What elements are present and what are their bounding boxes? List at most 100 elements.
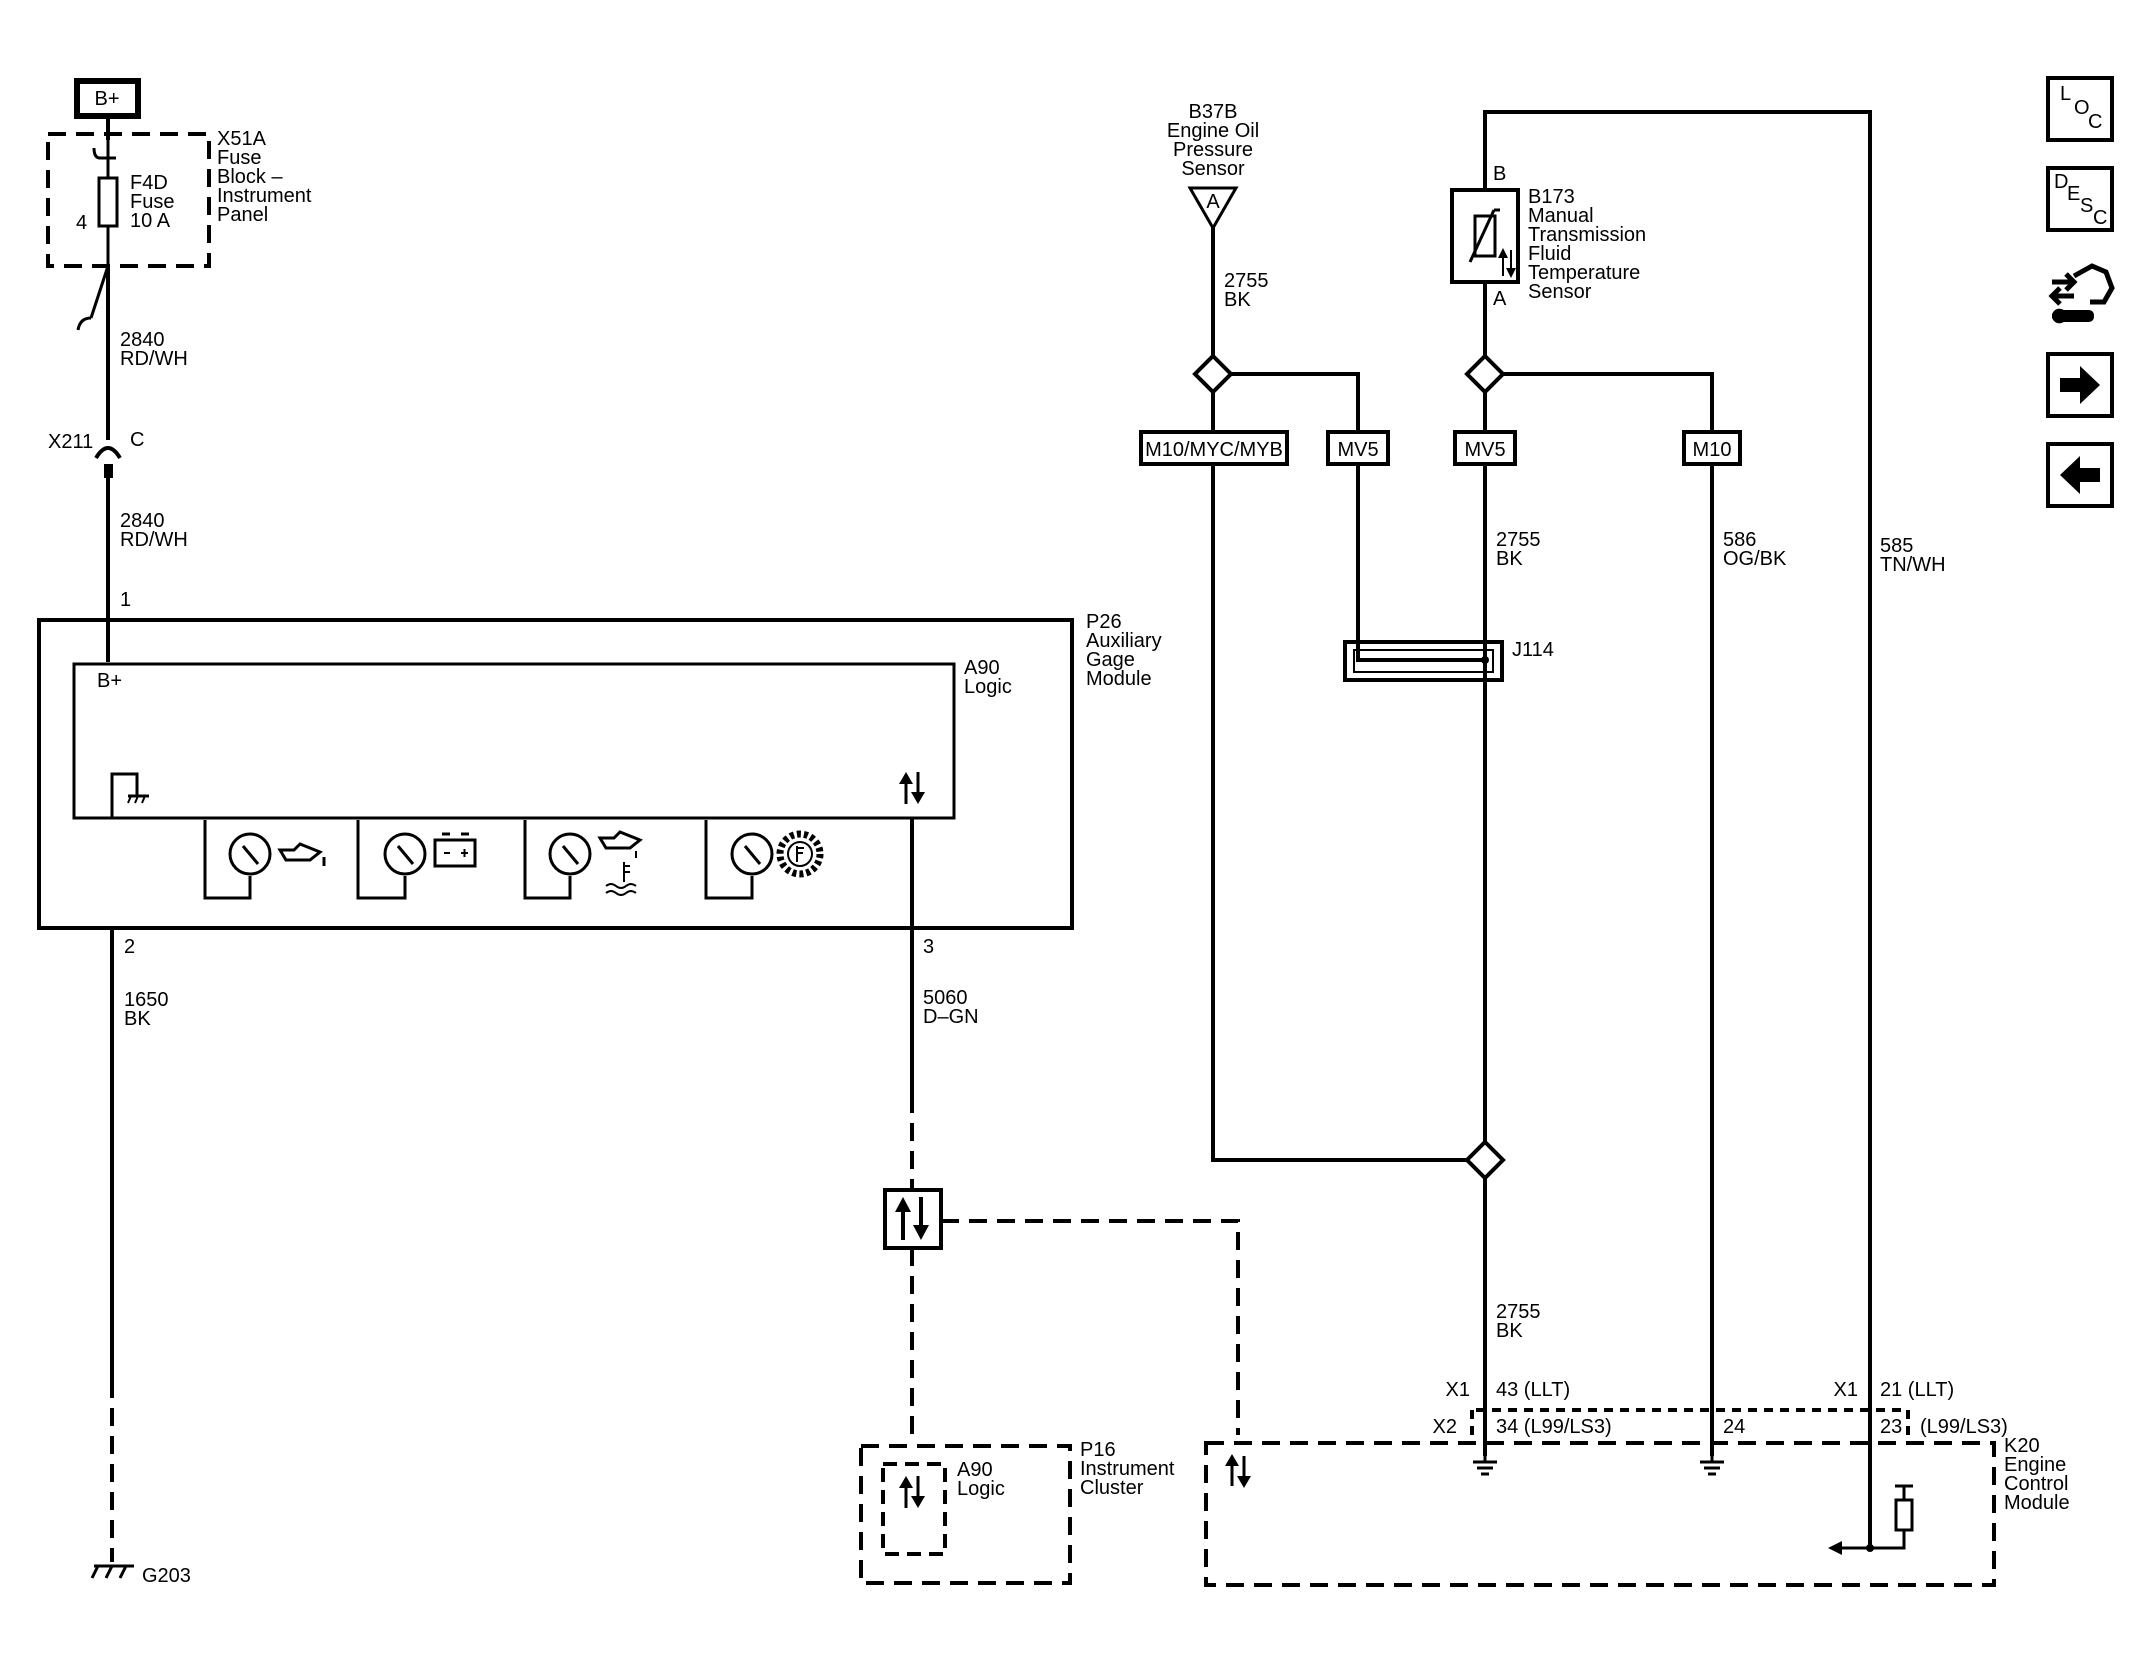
svg-text:Engine: Engine	[2004, 1454, 2066, 1476]
svg-text:Cluster: Cluster	[1080, 1477, 1144, 1499]
aux-gage-logic-a90: B+ A90 Logic	[72, 657, 1012, 820]
loc-icon: L O C	[2060, 83, 2102, 133]
svg-text:MV5: MV5	[1464, 439, 1505, 461]
location-view-button[interactable]: L O C	[2046, 76, 2114, 142]
svg-text:B+: B+	[94, 88, 119, 110]
ecm-pullup-resistor-icon	[1828, 1484, 1914, 1555]
ecm-k20: K20 Engine Control Module	[1204, 1435, 2070, 1587]
svg-text:Module: Module	[2004, 1492, 2070, 1514]
svg-text:BK: BK	[1496, 548, 1523, 570]
fuse-link-symbol	[76, 265, 110, 331]
svg-text:C: C	[2088, 111, 2102, 133]
svg-text:24: 24	[1723, 1416, 1745, 1438]
bplus-source: B+	[74, 78, 141, 140]
wire-2755-oil: 2755 BK	[1211, 228, 1269, 358]
svg-text:34 (L99/LS3): 34 (L99/LS3)	[1496, 1416, 1612, 1438]
svg-text:K20: K20	[2004, 1435, 2040, 1457]
serial-data-arrows-icon	[899, 772, 925, 804]
svg-text:2755: 2755	[1496, 1301, 1541, 1323]
option-split-trans	[1464, 353, 1714, 430]
battery-voltage-gauge-icon	[356, 820, 477, 900]
ground-g203: G203	[90, 1564, 191, 1587]
serial-data-junction-icon	[883, 1188, 943, 1250]
wire-2755-m10-path	[1211, 464, 1467, 1162]
svg-text:P16: P16	[1080, 1439, 1116, 1461]
ecm-ground-icon-pin43	[1473, 1456, 1497, 1476]
svg-text:C: C	[130, 429, 144, 451]
svg-text:A: A	[1206, 191, 1220, 213]
svg-text:Transmission: Transmission	[1528, 224, 1646, 246]
svg-text:S: S	[2080, 195, 2093, 217]
svg-text:586: 586	[1723, 529, 1756, 551]
svg-text:Panel: Panel	[217, 204, 268, 226]
svg-text:A90: A90	[964, 657, 1000, 679]
svg-text:A: A	[1493, 288, 1507, 310]
service-procedure-button[interactable]	[2044, 258, 2116, 328]
description-view-button[interactable]: D E S C	[2046, 166, 2114, 232]
svg-text:Logic: Logic	[964, 676, 1012, 698]
svg-text:X51A: X51A	[217, 128, 267, 150]
svg-text:2755: 2755	[1224, 270, 1269, 292]
svg-text:RD/WH: RD/WH	[120, 529, 188, 551]
previous-page-button[interactable]	[2046, 442, 2114, 508]
svg-text:BK: BK	[1496, 1320, 1523, 1342]
wire-2840-upper: 2840 RD/WH	[106, 266, 188, 440]
svg-text:Manual: Manual	[1528, 205, 1594, 227]
svg-text:2840: 2840	[120, 329, 165, 351]
wire-586: 586 OG/BK	[1710, 464, 1787, 1456]
fuse-f4d: F4D Fuse 10 A	[92, 140, 174, 266]
aux-gage-module-p26: P26 Auxiliary Gage Module	[37, 611, 1162, 930]
option-label-m10: M10	[1682, 430, 1742, 466]
svg-text:A90: A90	[957, 1459, 993, 1481]
chassis-ground-icon	[110, 772, 149, 818]
svg-text:B+: B+	[97, 670, 122, 692]
wire-2755-mv5-trans: 2755 BK	[1483, 464, 1541, 1142]
svg-text:X2: X2	[1433, 1416, 1457, 1438]
svg-text:B173: B173	[1528, 186, 1575, 208]
svg-text:M10/MYC/MYB: M10/MYC/MYB	[1145, 439, 1283, 461]
svg-text:(L99/LS3): (L99/LS3)	[1920, 1416, 2008, 1438]
svg-text:Fuse: Fuse	[130, 191, 174, 213]
oil-temperature-gauge-icon	[523, 820, 643, 900]
svg-text:O: O	[2074, 97, 2090, 119]
svg-text:BK: BK	[124, 1008, 151, 1030]
svg-text:BK: BK	[1224, 289, 1251, 311]
svg-text:4: 4	[76, 212, 87, 234]
arrow-right-icon	[2060, 366, 2100, 404]
svg-text:43 (LLT): 43 (LLT)	[1496, 1379, 1570, 1401]
svg-text:Gage: Gage	[1086, 649, 1135, 671]
svg-text:Fluid: Fluid	[1528, 243, 1571, 265]
fuse-block-x51a: X51A Fuse Block – Instrument Panel 4	[46, 128, 312, 268]
next-page-button[interactable]	[2046, 352, 2114, 418]
svg-text:M10: M10	[1693, 439, 1732, 461]
svg-text:RD/WH: RD/WH	[120, 348, 188, 370]
svg-text:Pressure: Pressure	[1173, 139, 1253, 161]
ecm-connector-labels: X1 43 (LLT) X2 34 (L99/LS3) 24 X1 21 (LL…	[1433, 1379, 2008, 1438]
wire-5060: 3 5060 D–GN	[910, 818, 979, 1190]
svg-text:Module: Module	[1086, 668, 1152, 690]
connector-x211: X211 C	[48, 429, 144, 478]
wire-1650: 2 1650 BK	[110, 928, 169, 1562]
svg-text:X1: X1	[1834, 1379, 1858, 1401]
instrument-cluster-p16: A90 Logic P16 Instrument Cluster	[859, 1439, 1175, 1585]
ecm-serial-data-icon	[1225, 1454, 1251, 1488]
svg-text:B: B	[1493, 163, 1506, 185]
oil-pressure-sensor-b37b: B37B Engine Oil Pressure Sensor A	[1167, 101, 1259, 232]
svg-text:Fuse: Fuse	[217, 147, 261, 169]
svg-text:MV5: MV5	[1337, 439, 1378, 461]
svg-text:3: 3	[923, 936, 934, 958]
svg-text:C: C	[2093, 207, 2107, 228]
svg-text:2: 2	[124, 936, 135, 958]
wire-585-loop: 585 TN/WH	[1483, 110, 1946, 1548]
arrow-left-icon	[2060, 456, 2100, 494]
wire-2840-lower: 2840 RD/WH 1	[106, 478, 188, 662]
svg-text:L: L	[2060, 83, 2071, 105]
transmission-temperature-gauge-icon	[704, 820, 824, 900]
svg-text:Instrument: Instrument	[217, 185, 312, 207]
svg-text:23: 23	[1880, 1416, 1902, 1438]
svg-text:P26: P26	[1086, 611, 1122, 633]
svg-text:Logic: Logic	[957, 1478, 1005, 1500]
svg-text:Temperature: Temperature	[1528, 262, 1640, 284]
svg-text:B37B: B37B	[1189, 101, 1238, 123]
